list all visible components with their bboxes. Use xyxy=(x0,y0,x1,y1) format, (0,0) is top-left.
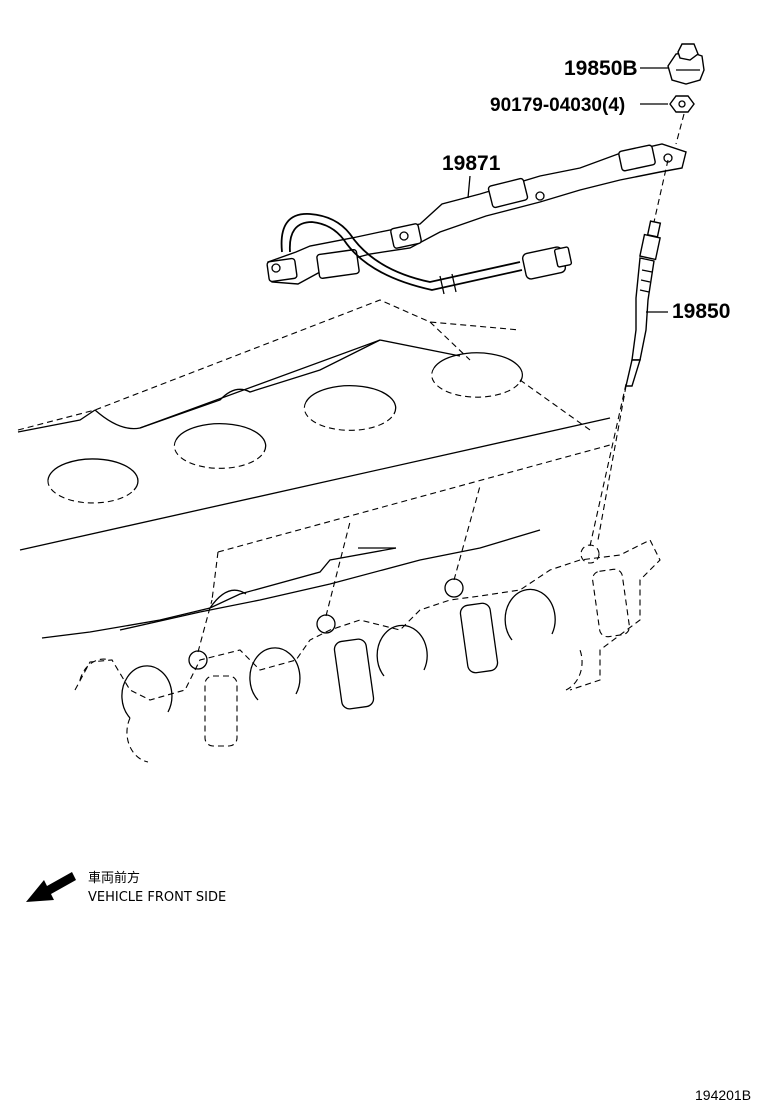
manifold-outline xyxy=(41,383,661,763)
part-label-19850b[interactable]: 19850B xyxy=(564,57,638,80)
leader-lines xyxy=(467,67,668,313)
part-label-19871[interactable]: 19871 xyxy=(442,152,501,175)
figure-code: 194201B xyxy=(695,1087,751,1103)
glow-plug xyxy=(597,159,669,541)
part-label-90179[interactable]: 90179-04030(4) xyxy=(490,95,625,116)
terminal-cap xyxy=(667,43,705,85)
engine-head-outline xyxy=(17,299,611,551)
direction-label-jp: 車両前方 xyxy=(88,870,140,886)
direction-label-en: VEHICLE FRONT SIDE xyxy=(88,890,226,905)
part-label-19850[interactable]: 19850 xyxy=(672,300,730,323)
front-direction-arrow-icon xyxy=(26,872,76,902)
nut xyxy=(669,95,695,145)
glow-plug-wire-harness xyxy=(266,143,687,295)
